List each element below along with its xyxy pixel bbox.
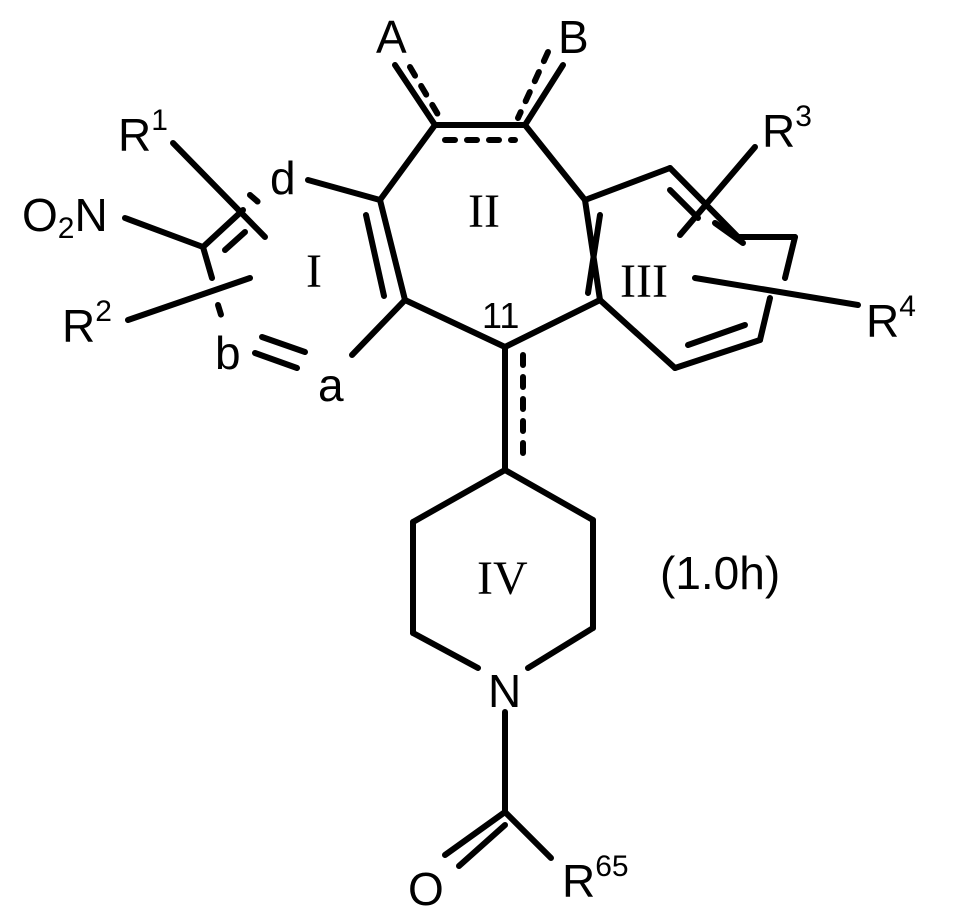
nitro-group: O2N — [22, 189, 108, 245]
atom-b: b — [215, 327, 241, 379]
ring-III-label: III — [620, 255, 668, 308]
carbonyl-oxygen: O — [408, 863, 444, 915]
position-11-label: 11 — [482, 295, 520, 336]
ring-I-label: I — [306, 245, 322, 298]
substituent-R1: R1 — [118, 104, 168, 161]
atom-A: A — [376, 11, 407, 63]
piperidine-nitrogen: N — [488, 665, 522, 717]
atom-d: d — [270, 152, 296, 204]
substituent-R3: R3 — [762, 100, 812, 157]
substituent-R65: R65 — [562, 850, 629, 907]
ring-II-label: II — [468, 185, 500, 238]
substituent-R4: R4 — [866, 290, 916, 347]
atom-B: B — [558, 11, 589, 63]
atom-a: a — [318, 359, 344, 411]
ring-IV-label: IV — [477, 552, 528, 605]
substituent-R2: R2 — [62, 295, 112, 352]
compound-label: (1.0h) — [660, 547, 781, 599]
